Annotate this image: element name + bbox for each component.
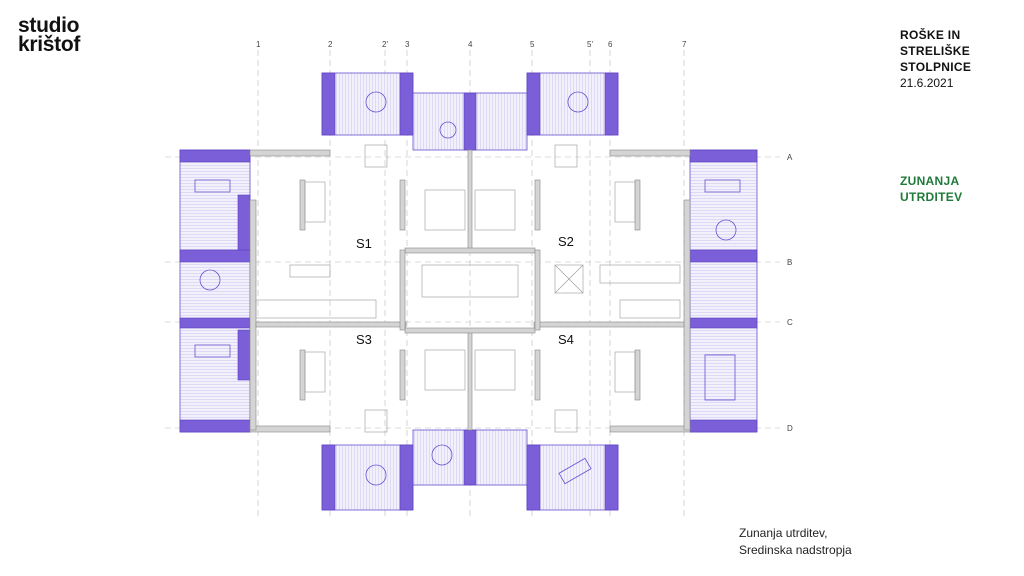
- unit-labels: S1 S2 S3 S4: [356, 234, 574, 347]
- interior-walls: [249, 149, 691, 433]
- grid-col-label: 7: [682, 40, 687, 49]
- caption-line1: Zunanja utrditev,: [739, 526, 828, 540]
- grid-col-label: 4: [468, 40, 473, 49]
- studio-logo: studio krištof: [18, 14, 81, 56]
- section-title-line1: ZUNANJA: [900, 174, 960, 188]
- project-title: ROŠKE IN STRELIŠKE STOLPNICE 21.6.2021: [900, 27, 971, 91]
- grid-row-label: C: [787, 318, 793, 327]
- unit-label-s3: S3: [356, 332, 372, 347]
- grid-row-labels: A B C D: [787, 153, 793, 433]
- grid-col-label: 3: [405, 40, 410, 49]
- grid-row-label: D: [787, 424, 793, 433]
- furniture: [255, 144, 681, 433]
- project-line1: ROŠKE IN: [900, 28, 961, 42]
- project-line2: STRELIŠKE: [900, 44, 971, 58]
- unit-label-s4: S4: [558, 332, 574, 347]
- section-title-line2: UTRDITEV: [900, 190, 963, 204]
- caption-line2: Sredinska nadstropja: [739, 543, 852, 557]
- grid-row-label: B: [787, 258, 792, 267]
- grid-col-label: 5': [587, 40, 593, 49]
- project-date: 21.6.2021: [900, 76, 954, 90]
- grid-col-label: 2: [328, 40, 333, 49]
- balcony-walls: [179, 72, 758, 511]
- balconies: [179, 72, 758, 511]
- grid-col-label: 6: [608, 40, 613, 49]
- plan-caption: Zunanja utrditev, Sredinska nadstropja: [739, 525, 852, 559]
- grid-col-label: 2': [382, 40, 388, 49]
- grid-col-label: 1: [256, 40, 261, 49]
- section-title: ZUNANJA UTRDITEV: [900, 173, 962, 205]
- logo-line2: krištof: [18, 33, 81, 56]
- grid-col-label: 5: [530, 40, 535, 49]
- logo-line1: studio: [18, 14, 80, 37]
- balcony-furniture: [194, 91, 741, 486]
- grid-row-label: A: [787, 153, 793, 162]
- grid-column-labels: 1 2 2' 3 4 5 5' 6 7: [256, 40, 687, 49]
- project-line3: STOLPNICE: [900, 60, 972, 74]
- unit-label-s1: S1: [356, 236, 372, 251]
- unit-label-s2: S2: [558, 234, 574, 249]
